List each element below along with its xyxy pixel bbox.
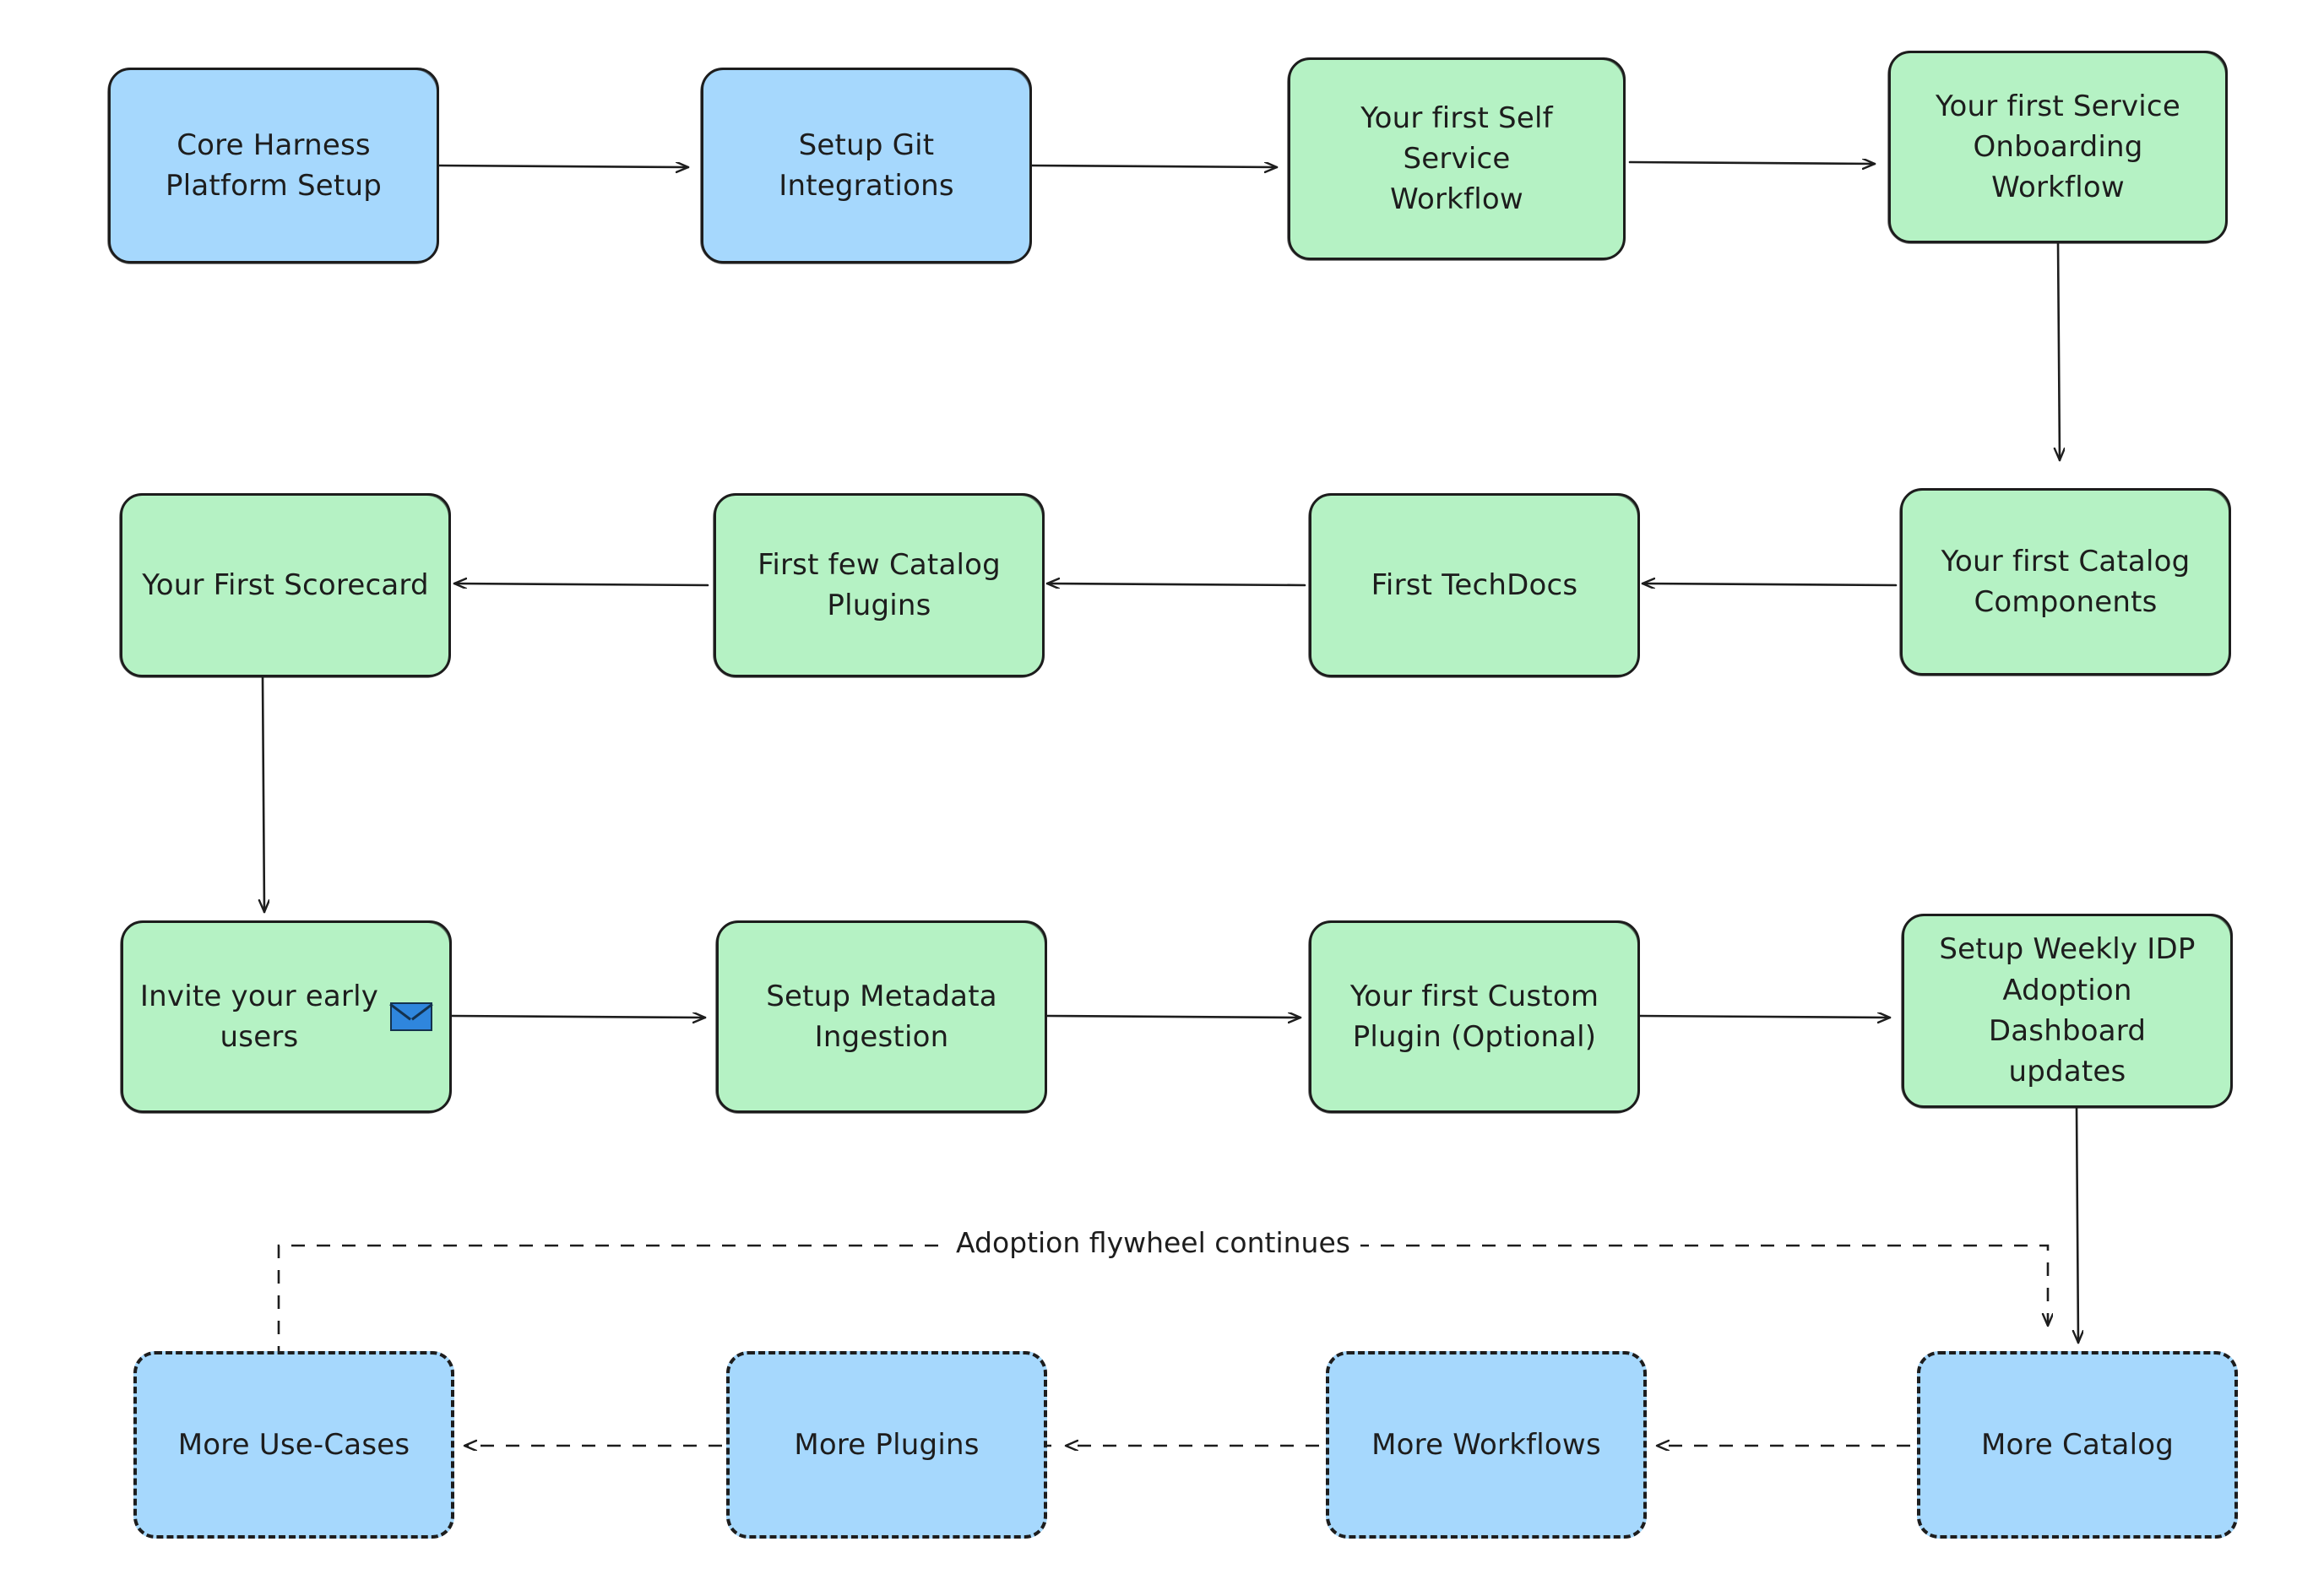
envelope-icon — [389, 1002, 433, 1031]
node-more-catalog[interactable]: More Catalog — [1917, 1351, 2238, 1539]
edge-flywheel-loop — [277, 1244, 2048, 1360]
node-label: Your first Self Service Workflow — [1360, 100, 1553, 217]
node-label: Your first Service Onboarding Workflow — [1936, 89, 2180, 205]
node-your-first-service-onboarding-workflow[interactable]: Your first Service Onboarding Workflow — [1887, 51, 2228, 244]
node-setup-metadata-ingestion[interactable]: Setup Metadata Ingestion — [715, 920, 1047, 1114]
node-invite-your-early-users[interactable]: Invite your early users — [120, 920, 452, 1114]
node-label: Setup Git Integrations — [779, 128, 954, 203]
edge-catalogcomponents-to-techdocs — [1641, 584, 1898, 585]
edge-invite-to-metadata — [450, 1016, 707, 1018]
edge-scorecard-to-invite — [263, 674, 264, 914]
edge-dashboard-to-morecatalog — [2077, 1105, 2078, 1344]
node-label: More Plugins — [794, 1427, 980, 1462]
node-label: More Workflows — [1371, 1427, 1601, 1462]
edge-selfservice-to-onboarding — [1628, 162, 1876, 164]
node-label: Setup Weekly IDP Adoption Dashboard upda… — [1939, 932, 2196, 1089]
node-label: Invite your early users — [139, 979, 379, 1054]
edge-onboarding-to-catalogcomponents — [2058, 239, 2060, 462]
edge-metadata-to-customplugin — [1045, 1016, 1302, 1018]
node-your-first-catalog-components[interactable]: Your first Catalog Components — [1899, 488, 2231, 676]
node-more-workflows[interactable]: More Workflows — [1326, 1351, 1647, 1539]
edge-label-adoption-flywheel: Adoption flywheel continues — [946, 1226, 1360, 1259]
node-your-first-custom-plugin[interactable]: Your first Custom Plugin (Optional) — [1308, 920, 1640, 1114]
node-setup-git-integrations[interactable]: Setup Git Integrations — [700, 68, 1032, 264]
node-label: First TechDocs — [1371, 567, 1578, 602]
node-label: Your First Scorecard — [142, 567, 429, 602]
node-core-harness-platform-setup[interactable]: Core Harness Platform Setup — [107, 68, 439, 264]
edge-customplugin-to-dashboard — [1637, 1016, 1892, 1018]
edge-core-to-git — [437, 166, 690, 167]
node-setup-weekly-idp-adoption-dashboard-updates[interactable]: Setup Weekly IDP Adoption Dashboard upda… — [1901, 914, 2233, 1109]
node-more-plugins[interactable]: More Plugins — [726, 1351, 1047, 1539]
node-label: Your first Custom Plugin (Optional) — [1349, 979, 1599, 1054]
node-label: Your first Catalog Components — [1941, 544, 2191, 619]
edge-git-to-selfservice — [1030, 166, 1279, 167]
node-label: Setup Metadata Ingestion — [766, 979, 997, 1054]
edge-catalogplugins-to-scorecard — [453, 584, 709, 585]
node-more-use-cases[interactable]: More Use-Cases — [133, 1351, 454, 1539]
node-your-first-self-service-workflow[interactable]: Your first Self Service Workflow — [1287, 57, 1626, 261]
node-label: Core Harness Platform Setup — [166, 128, 382, 203]
node-label: First few Catalog Plugins — [757, 547, 1001, 622]
edge-techdocs-to-catalogplugins — [1045, 584, 1306, 585]
node-first-techdocs[interactable]: First TechDocs — [1308, 493, 1640, 678]
node-label: More Catalog — [1980, 1427, 2175, 1462]
node-label: More Use-Cases — [177, 1427, 410, 1462]
node-first-few-catalog-plugins[interactable]: First few Catalog Plugins — [713, 493, 1045, 678]
node-your-first-scorecard[interactable]: Your First Scorecard — [119, 493, 451, 678]
